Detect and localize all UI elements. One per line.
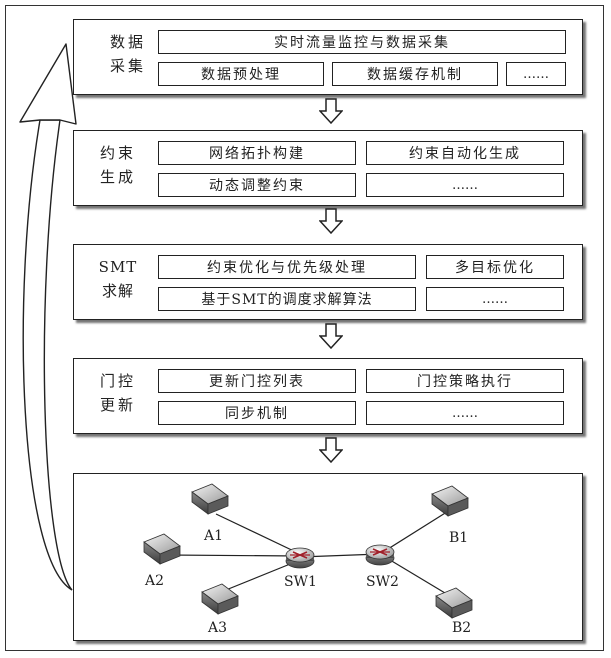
host-b2-icon [436, 588, 472, 618]
process-box-ellipsis: …… [366, 173, 564, 197]
process-box: 动态调整约束 [158, 173, 356, 197]
process-box: 约束优化与优先级处理 [158, 255, 416, 279]
stage-gate-update-panel: 门控更新 更新门控列表 门控策略执行 同步机制 …… [73, 358, 583, 434]
process-box: 多目标优化 [426, 255, 564, 279]
process-box: 门控策略执行 [366, 369, 564, 393]
flow-down-arrow [319, 437, 343, 463]
process-box: 数据预处理 [158, 62, 324, 86]
flow-down-arrow [319, 323, 343, 349]
network-topology-panel: A1 A2 A3 B1 B2 SW1 SW2 [73, 473, 583, 641]
host-label-a3: A3 [207, 620, 227, 636]
stage-title: 数据采集 [98, 30, 158, 78]
process-box: 基于SMT的调度求解算法 [158, 287, 416, 311]
host-a3-icon [202, 584, 238, 614]
process-box-ellipsis: …… [506, 62, 566, 86]
network-topology: A1 A2 A3 B1 B2 SW1 SW2 [74, 474, 580, 638]
process-box: 约束自动化生成 [366, 141, 564, 165]
switch-label-sw2: SW2 [366, 574, 399, 590]
flow-down-arrow [319, 98, 343, 124]
process-box: 数据缓存机制 [332, 62, 498, 86]
host-label-b2: B2 [452, 620, 471, 636]
stage-title: 门控更新 [88, 369, 148, 417]
host-a1-icon [192, 484, 228, 514]
host-label-a2: A2 [144, 573, 164, 589]
stage-title: 约束生成 [88, 141, 148, 189]
host-label-a1: A1 [203, 528, 223, 544]
switch-sw1-icon [286, 548, 314, 568]
switch-label-sw1: SW1 [284, 574, 317, 590]
process-box: 更新门控列表 [158, 369, 356, 393]
process-box-ellipsis: …… [366, 401, 564, 425]
stage-constraint-generation-panel: 约束生成 网络拓扑构建 约束自动化生成 动态调整约束 …… [73, 130, 583, 206]
flow-down-arrow [319, 208, 343, 234]
host-label-b1: B1 [449, 530, 468, 546]
process-box: 网络拓扑构建 [158, 141, 356, 165]
host-b1-icon [432, 486, 468, 516]
process-box: 同步机制 [158, 401, 356, 425]
process-box-ellipsis: …… [426, 287, 564, 311]
process-box: 实时流量监控与数据采集 [158, 30, 566, 54]
stage-data-collection-panel: 数据采集 实时流量监控与数据采集 数据预处理 数据缓存机制 …… [73, 19, 583, 95]
switch-sw2-icon [366, 545, 394, 565]
host-a2-icon [144, 534, 180, 564]
